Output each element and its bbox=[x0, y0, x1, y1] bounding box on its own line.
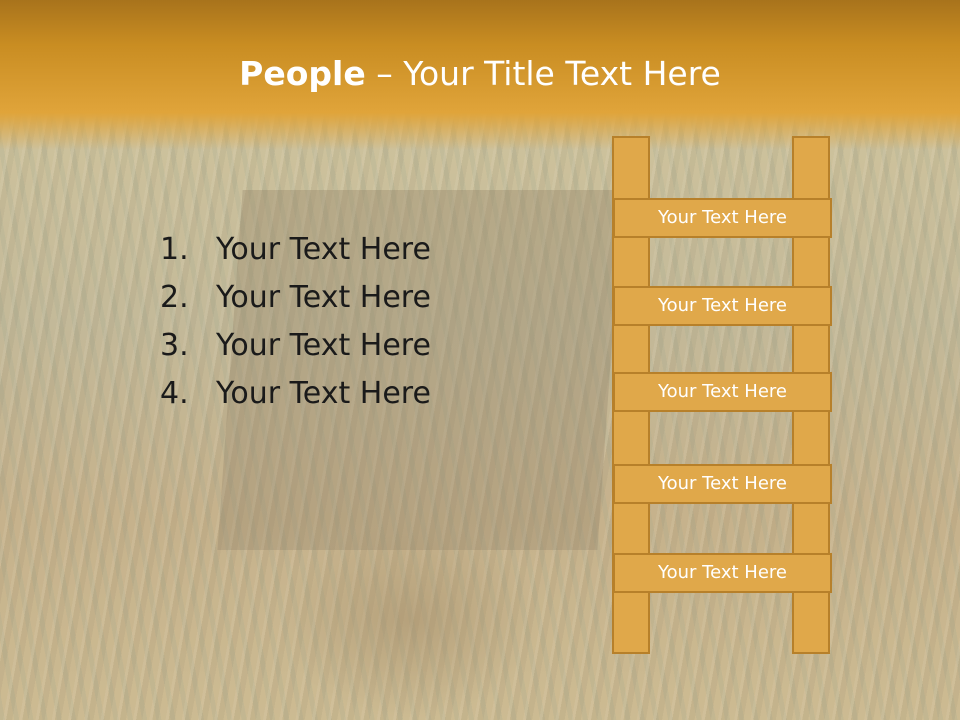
list-number: 1. bbox=[160, 232, 189, 267]
ladder-rung-3[interactable]: Your Text Here bbox=[613, 372, 832, 412]
list-text: Your Text Here bbox=[216, 328, 431, 363]
title-bold: People bbox=[239, 54, 366, 93]
title-band bbox=[0, 0, 960, 150]
ladder-rung-4[interactable]: Your Text Here bbox=[613, 464, 832, 504]
list-item: 2. Your Text Here bbox=[160, 280, 431, 328]
list-number: 2. bbox=[160, 280, 189, 315]
slide-title[interactable]: People – Your Title Text Here bbox=[0, 52, 960, 96]
numbered-list[interactable]: 1. Your Text Here 2. Your Text Here 3. Y… bbox=[160, 232, 431, 424]
list-text: Your Text Here bbox=[216, 376, 431, 411]
ladder-rung-2[interactable]: Your Text Here bbox=[613, 286, 832, 326]
list-number: 4. bbox=[160, 376, 189, 411]
list-number: 3. bbox=[160, 328, 189, 363]
list-text: Your Text Here bbox=[216, 280, 431, 315]
ladder-rung-1[interactable]: Your Text Here bbox=[613, 198, 832, 238]
ladder-rung-5[interactable]: Your Text Here bbox=[613, 553, 832, 593]
title-rest: – Your Title Text Here bbox=[365, 54, 721, 93]
list-item: 3. Your Text Here bbox=[160, 328, 431, 376]
list-item: 1. Your Text Here bbox=[160, 232, 431, 280]
background-floor-shape bbox=[280, 520, 540, 720]
list-item: 4. Your Text Here bbox=[160, 376, 431, 424]
list-text: Your Text Here bbox=[216, 232, 431, 267]
